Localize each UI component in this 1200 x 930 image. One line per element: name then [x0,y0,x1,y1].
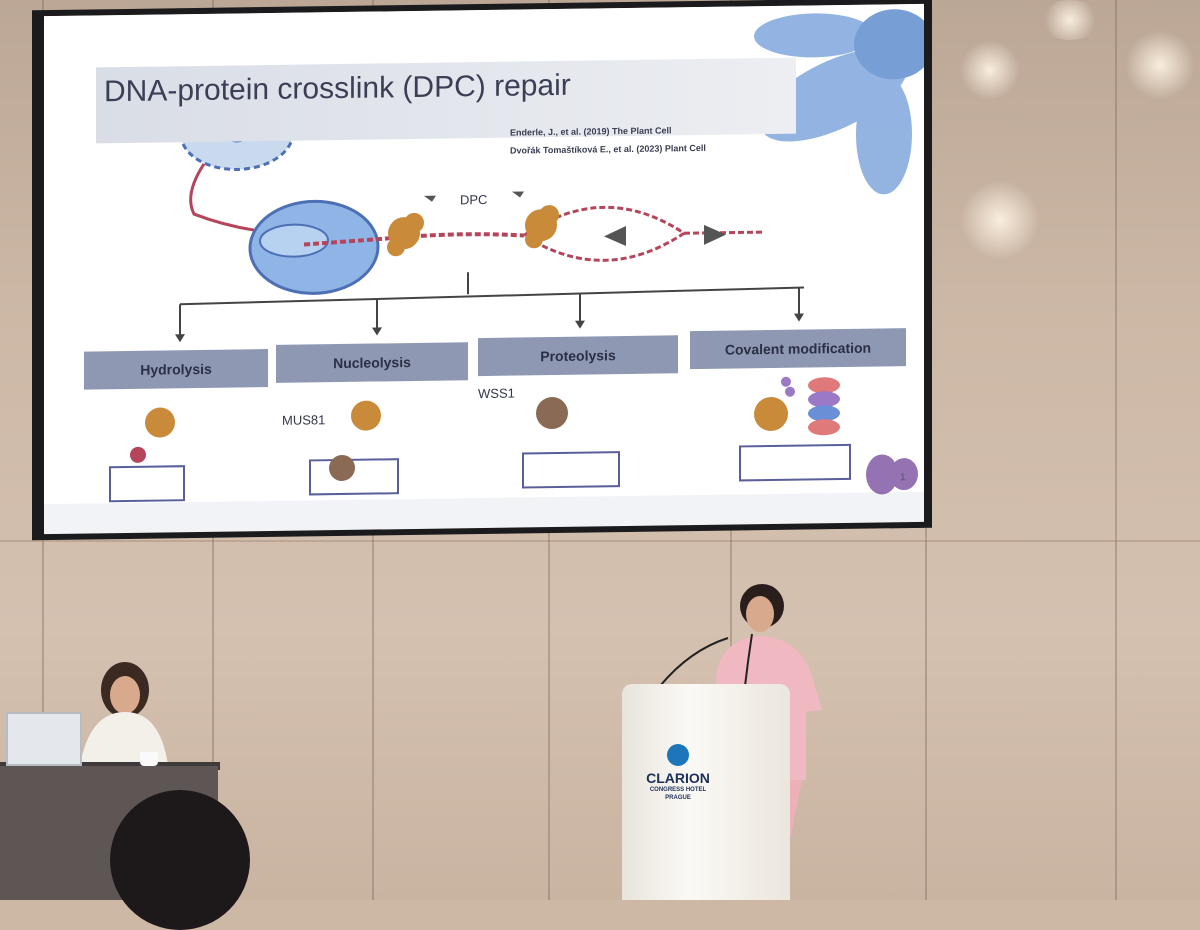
category-hydrolysis: Hydrolysis [84,349,268,390]
dna-helix [684,230,764,235]
dpc-protein-icon [387,205,559,257]
replication-fork-icon [248,199,380,295]
podium-logo: CLARION CONGRESS HOTEL PRAGUE [644,734,712,832]
coffee-cup [140,752,158,766]
podium-subtitle-2: PRAGUE [665,795,691,801]
dpc-label: DPC [460,191,488,208]
flag-icon [424,191,524,202]
orchid-decoration [866,454,918,495]
slide-page-number: 1 [900,472,906,484]
wall-panel-seam [0,540,1200,542]
ceiling-light [960,180,1040,260]
enzyme-wss1: WSS1 [478,385,515,402]
ceiling-light [1125,30,1195,100]
presentation-slide: DNA-protein crosslink (DPC) repair Ender… [44,3,924,535]
laptop [6,712,82,766]
ceiling-light [1040,0,1100,40]
dna-ladder-icon [109,443,851,503]
category-nucleolysis: Nucleolysis [276,342,468,383]
clarion-logo-icon [667,744,689,766]
podium [622,684,790,900]
enzyme-mus81: MUS81 [282,412,326,428]
flower-decoration [754,9,924,195]
wall-panel-seam [1115,0,1117,900]
protein-blob-icon [130,396,788,481]
ubiquitin-chain-icon [781,376,840,436]
category-proteolysis: Proteolysis [478,335,678,377]
audience-member-head [110,790,250,930]
podium-subtitle-1: CONGRESS HOTEL [649,787,707,793]
arrow-right-icon [704,224,726,245]
podium-brand: CLARION [646,770,710,786]
category-covalent-modification: Covalent modification [690,328,906,370]
pathway-tree [179,272,805,337]
arrow-down-icon [175,313,804,343]
slide-title: DNA-protein crosslink (DPC) repair [104,68,571,109]
arrow-left-icon [604,226,626,247]
ceiling-light [960,40,1020,100]
